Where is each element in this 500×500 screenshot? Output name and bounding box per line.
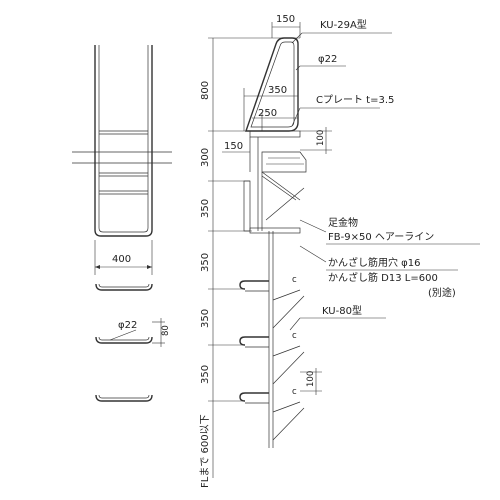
fl-note-label: FLまで 600以下 (199, 414, 211, 488)
model-ku80-label: KU-80型 (322, 304, 362, 317)
hole-mark-1: c (292, 275, 297, 285)
c-plate-label: Cプレート t=3.5 (316, 94, 394, 106)
separate-label: (別途) (428, 286, 456, 299)
rebar-label: かんざし筋 D13 L=600 (328, 271, 438, 284)
width-400-label: 400 (112, 254, 131, 265)
step-pieces: φ22 80 (95, 283, 171, 402)
side-steps: c c c (239, 231, 305, 448)
dim-150-side-label: 150 (224, 141, 243, 152)
hole-mark-3: c (292, 387, 297, 397)
dim-350-3-label: 350 (200, 309, 211, 328)
flat-bar-label: FB-9×50 ヘアーライン (328, 231, 434, 243)
dim-350-label: 350 (268, 85, 287, 96)
foothold-label: 足金物 (328, 216, 358, 229)
dim-350-4-label: 350 (200, 365, 211, 384)
pipe-dia-side-label: φ22 (118, 320, 137, 331)
hole-mark-2: c (292, 331, 297, 341)
model-ku29a-label: KU-29A型 (320, 18, 367, 31)
dim-350-1-label: 350 (200, 199, 211, 218)
dim-150-top-label: 150 (276, 14, 295, 25)
dim-100-top-label: 100 (316, 130, 326, 146)
pipe-dia-top-label: φ22 (318, 54, 337, 65)
side-view: 800 300 350 350 350 350 FLまで 600以下 150 K… (199, 14, 480, 488)
dim-80-label: 80 (161, 325, 171, 336)
dim-350-2-label: 350 (200, 253, 211, 272)
hole-label: かんざし筋用穴 φ16 (328, 256, 421, 269)
dim-300-label: 300 (200, 148, 211, 167)
front-view: 400 (72, 45, 172, 275)
dim-100-bottom-label: 100 (306, 371, 316, 387)
dim-250-label: 250 (258, 108, 277, 119)
dim-800-label: 800 (200, 81, 211, 100)
